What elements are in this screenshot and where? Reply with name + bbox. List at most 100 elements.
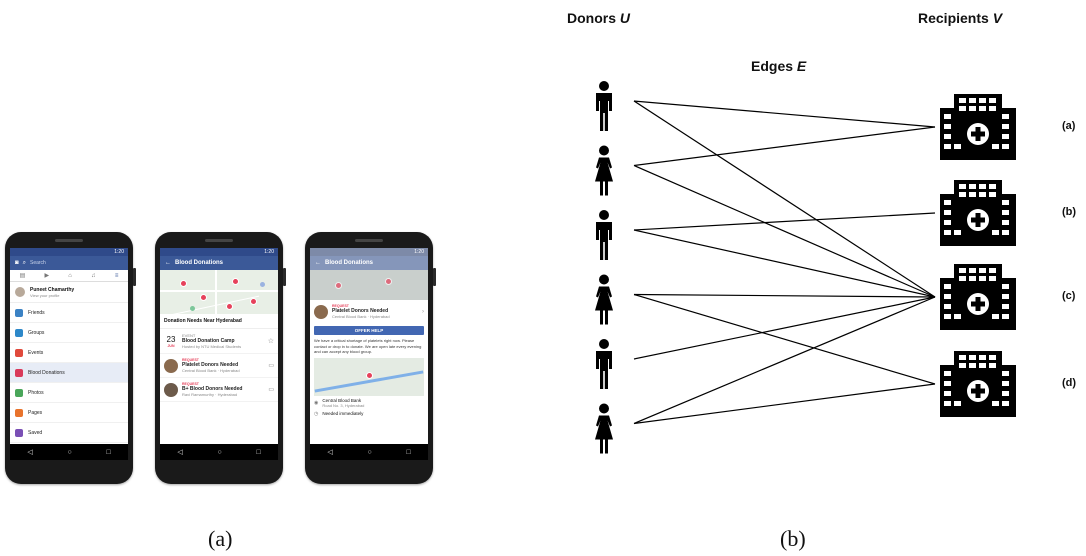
map-road <box>215 270 217 314</box>
request-message: We have a critical shortage of platelets… <box>314 338 422 354</box>
caption-b: (b) <box>780 526 806 551</box>
menu-item-friends[interactable]: Friends <box>10 303 128 323</box>
blood-pin-icon[interactable] <box>226 303 233 310</box>
profile-subtitle: View your profile <box>30 292 60 298</box>
back-icon[interactable]: ◁ <box>177 449 183 456</box>
recents-icon[interactable]: □ <box>106 448 111 456</box>
back-arrow-icon[interactable]: ← <box>315 260 321 266</box>
section-heading: Donation Needs Near Hyderabad <box>160 314 278 329</box>
page-title: Blood Donations <box>175 260 223 266</box>
facebook-top-bar: ◙ ⌕ Search <box>10 256 128 270</box>
bell-icon[interactable]: ♫ <box>91 272 96 279</box>
event-title: Blood Donation Camp <box>182 338 235 344</box>
menu-item-groups[interactable]: Groups <box>10 323 128 343</box>
phone-side-button <box>133 268 136 286</box>
donors-header: Donors U <box>567 10 630 26</box>
phone-side-button <box>433 268 436 286</box>
dimmed-map <box>310 270 428 300</box>
location-map[interactable] <box>314 357 424 396</box>
groups-icon <box>15 328 23 337</box>
female-donor-icon <box>595 403 613 454</box>
edge-line <box>633 229 936 298</box>
camera-icon[interactable]: ◙ <box>15 260 19 266</box>
request-thumbnail <box>314 304 328 319</box>
request-thumbnail <box>164 358 178 373</box>
need-row: ◷ Needed immediately <box>310 410 428 418</box>
status-time: 1:20 <box>414 249 424 255</box>
profile-row[interactable]: Puneet Chamarthy View your profile <box>10 282 128 303</box>
home-icon[interactable]: ○ <box>367 448 372 456</box>
event-row[interactable]: 23 JUN EVENT Blood Donation Camp Hosted … <box>160 329 278 354</box>
saved-icon <box>15 428 23 437</box>
menu-item-label: Friends <box>28 309 45 316</box>
recents-icon[interactable]: □ <box>256 448 261 456</box>
phone-menu: 1:20 ◙ ⌕ Search ▤ ▶ ⌂ ♫ ≡ Puneet Chamart… <box>5 232 136 484</box>
edges <box>633 100 936 425</box>
friends-icon <box>15 308 23 317</box>
donation-map[interactable] <box>160 270 278 314</box>
blood-donations-icon <box>15 368 23 377</box>
status-time: 1:20 <box>264 249 274 255</box>
menu-item-saved[interactable]: Saved <box>10 423 128 443</box>
event-month: JUN <box>167 343 175 348</box>
comment-icon[interactable]: ▭ <box>268 387 274 393</box>
request-card-header[interactable]: REQUEST Platelet Donors Needed Central B… <box>310 300 428 323</box>
male-donor-icon <box>596 81 612 131</box>
recents-icon[interactable]: □ <box>406 448 411 456</box>
home-icon[interactable]: ○ <box>67 448 72 456</box>
blood-pin-icon[interactable] <box>180 280 187 287</box>
request-subtitle: Ravi Ramamurthy · Hyderabad <box>182 392 238 397</box>
news-feed-icon[interactable]: ▤ <box>19 273 26 279</box>
photos-icon <box>15 388 23 397</box>
request-thumbnail <box>164 382 178 397</box>
menu-item-pages[interactable]: Pages <box>10 403 128 423</box>
menu-item-photos[interactable]: Photos <box>10 383 128 403</box>
request-title: Platelet Donors Needed <box>332 308 389 314</box>
place-name: Central Blood Bank <box>322 397 362 403</box>
home-icon[interactable]: ○ <box>217 448 222 456</box>
events-icon <box>15 348 23 357</box>
chevron-right-icon[interactable]: › <box>422 308 424 315</box>
clock-icon: ◷ <box>314 410 319 417</box>
back-icon[interactable]: ◁ <box>327 449 333 456</box>
android-nav-bar: ◁ ○ □ <box>310 444 428 460</box>
blood-pin-icon[interactable] <box>200 294 207 301</box>
place-row[interactable]: ◉ Central Blood Bank Road No. 3, Hyderab… <box>310 396 428 410</box>
blood-pin-icon[interactable] <box>250 298 257 305</box>
back-arrow-icon[interactable]: ← <box>165 260 171 266</box>
star-icon[interactable]: ☆ <box>267 338 274 345</box>
menu-icon[interactable]: ≡ <box>114 272 119 279</box>
menu-item-blood-donations[interactable]: Blood Donations <box>10 363 128 383</box>
request-row[interactable]: REQUEST B+ Blood Donors Needed Ravi Rama… <box>160 378 278 402</box>
edge-line <box>633 164 936 298</box>
menu-item-events[interactable]: Events <box>10 343 128 363</box>
edge-line <box>633 293 936 385</box>
offer-help-button[interactable]: OFFER HELP <box>314 326 424 335</box>
blood-pin-icon[interactable] <box>232 278 239 285</box>
edges-label: Edges <box>751 58 794 74</box>
recipient-nodes <box>940 94 1016 417</box>
page-title: Blood Donations <box>325 260 373 266</box>
status-bar: 1:20 <box>160 248 278 256</box>
android-nav-bar: ◁ ○ □ <box>160 444 278 460</box>
phone-screen: 1:20 ◙ ⌕ Search ▤ ▶ ⌂ ♫ ≡ Puneet Chamart… <box>10 248 128 460</box>
status-time: 1:20 <box>114 249 124 255</box>
recipients-header: Recipients V <box>918 10 1002 26</box>
recipients-label: Recipients <box>918 10 989 26</box>
comment-icon[interactable]: ▭ <box>268 363 274 369</box>
need-text: Needed immediately <box>322 411 364 416</box>
event-tag: EVENT <box>182 333 196 338</box>
female-donor-icon <box>595 274 613 325</box>
request-subtitle: Central Blood Bank · Hyderabad <box>332 314 390 319</box>
menu-item-label: Groups <box>28 329 45 336</box>
search-input[interactable]: Search <box>30 260 46 266</box>
edge-line <box>633 293 936 298</box>
marketplace-icon[interactable]: ⌂ <box>68 272 72 279</box>
request-row[interactable]: REQUEST Platelet Donors Needed Central B… <box>160 354 278 378</box>
video-icon[interactable]: ▶ <box>44 273 50 279</box>
male-donor-icon <box>596 339 612 389</box>
menu-item-label: Saved <box>28 429 43 436</box>
back-icon[interactable]: ◁ <box>27 449 33 456</box>
search-icon[interactable]: ⌕ <box>22 259 26 266</box>
